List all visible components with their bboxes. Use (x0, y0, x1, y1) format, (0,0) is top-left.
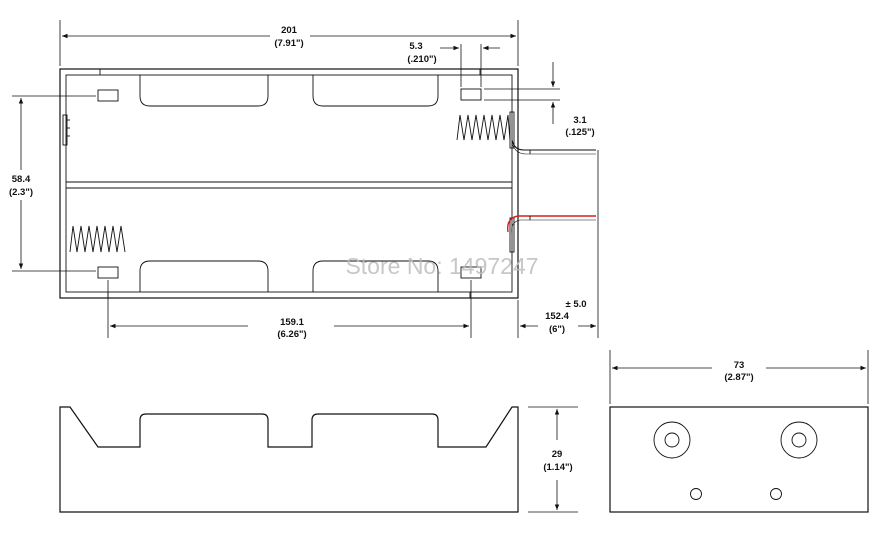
overall-width-inch: (2.3") (9, 187, 33, 198)
overall-length-inch: (7.91") (274, 38, 303, 49)
side-profile-outline (59, 406, 519, 513)
overall-width-mm: 58.4 (12, 174, 31, 185)
slot-width-mm: 5.3 (409, 41, 422, 52)
contact-hole-outer-right (780, 421, 818, 459)
holder-body-outline (59, 68, 519, 299)
end-profile-outline (609, 406, 869, 513)
top-cutout-left (139, 75, 269, 107)
store-watermark: Store No: 1497247 (345, 253, 538, 279)
top-cutout-right (312, 75, 439, 107)
left-contact-plate (62, 114, 68, 146)
overall-length-mm: 201 (281, 25, 298, 36)
end-width-mm: 73 (734, 360, 745, 371)
mount-slot-bottom-right (460, 266, 482, 279)
lead-length-mm: 152.4 (545, 311, 569, 322)
holder-inner-outline (65, 74, 513, 293)
lead-length-inch: (6") (549, 324, 565, 335)
height-inch: (1.14") (543, 462, 572, 473)
spring-contact-lower (69, 225, 126, 253)
mount-slot-top-right (460, 88, 482, 101)
mount-slot-top-left (97, 89, 119, 102)
slot-offset-inch: (.125") (565, 127, 594, 138)
spring-contact-upper (456, 114, 511, 141)
height-mm: 29 (552, 449, 563, 460)
contact-hole-inner-right (791, 432, 807, 448)
contact-hole-outer-left (653, 421, 691, 459)
end-view: 73 (2.87") (609, 350, 869, 513)
bottom-cutout-right (312, 260, 439, 292)
lead-length-tolerance: ± 5.0 (565, 299, 586, 310)
mount-slot-bottom-left (97, 266, 119, 279)
top-view: 201 (7.91") 5.3 (.210") 3.1 (.125") 58.4… (9, 20, 599, 340)
red-lead-wire (507, 215, 596, 233)
mount-spacing-mm: 159.1 (280, 317, 304, 328)
black-lead-wire (511, 139, 596, 151)
slot-width-inch: (.210") (407, 54, 436, 65)
slot-offset-mm: 3.1 (573, 115, 587, 126)
side-view: 29 (1.14") (59, 406, 578, 513)
mount-hole-left (690, 488, 702, 500)
mount-spacing-inch: (6.26") (277, 329, 306, 340)
bottom-cutout-left (139, 260, 269, 292)
mount-hole-right (770, 488, 782, 500)
contact-hole-inner-left (664, 432, 680, 448)
end-width-inch: (2.87") (724, 372, 753, 383)
